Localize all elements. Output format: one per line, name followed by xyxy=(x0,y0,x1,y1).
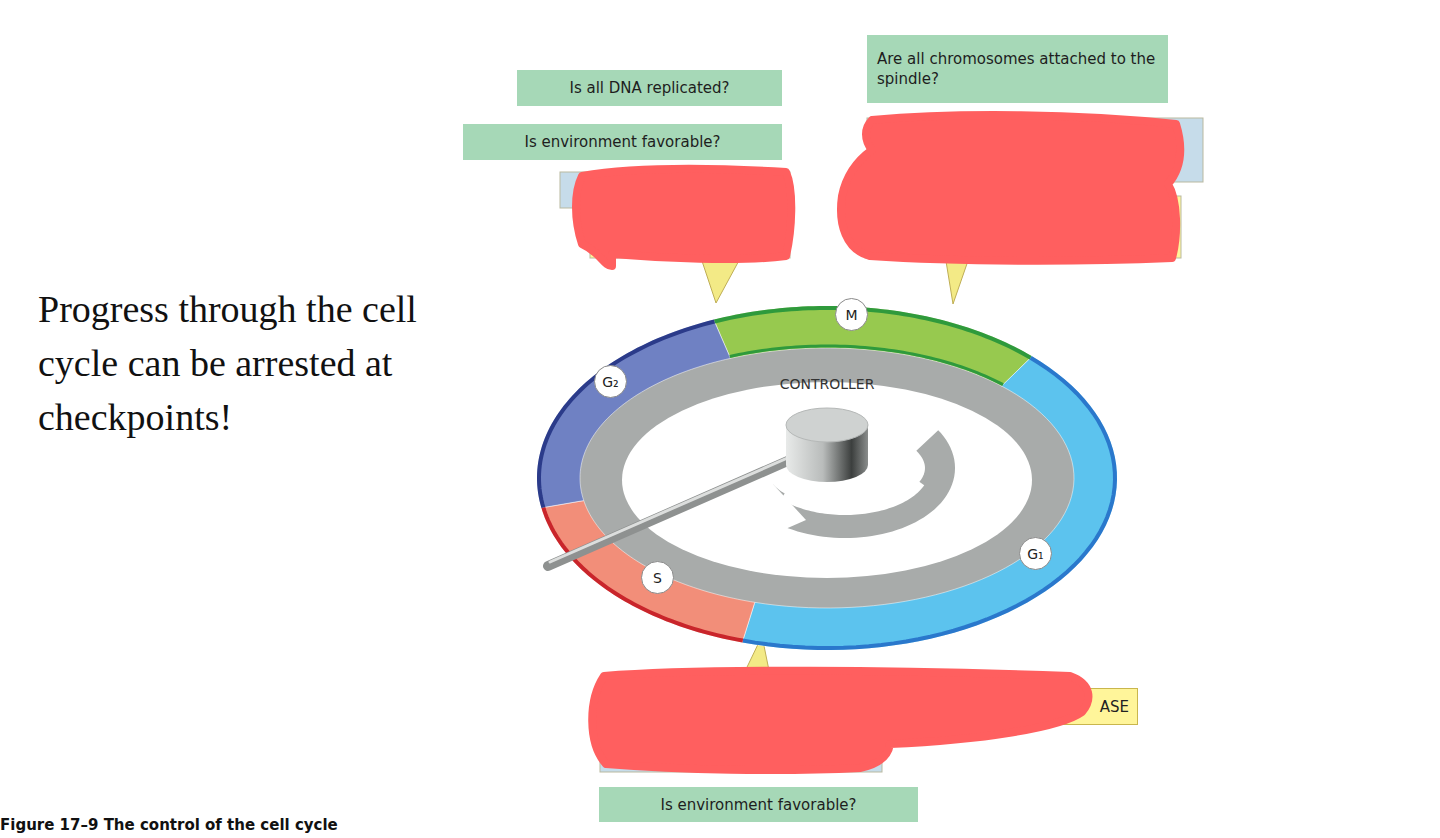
callout-pointer xyxy=(945,255,970,304)
checkpoint-box xyxy=(865,196,1181,258)
phase-rim xyxy=(743,358,1115,648)
callout-pointer xyxy=(700,255,742,303)
rotation-arrow xyxy=(784,482,920,510)
controller-dial xyxy=(622,382,1032,578)
phase-band xyxy=(742,356,1117,650)
phase-circle: G₁ xyxy=(1018,536,1053,571)
node-text: Is environment favorable? xyxy=(524,132,720,152)
node-text: ASE xyxy=(1100,698,1129,716)
redaction-mark xyxy=(592,671,1088,770)
question-box: Is environment favorable? xyxy=(599,787,918,822)
circle-shape xyxy=(642,562,674,594)
phase-label: S xyxy=(653,570,662,586)
checkpoint-box xyxy=(867,118,1203,182)
controller-cylinder-top xyxy=(786,408,868,442)
question-box: Are all chromosomes attached to the spin… xyxy=(867,35,1168,103)
phase-circle: M xyxy=(834,297,869,332)
phase-label: G₂ xyxy=(602,374,618,390)
circle-shape xyxy=(836,299,868,331)
phase-circle: S xyxy=(640,560,675,595)
phase-circle: G₂ xyxy=(593,364,628,399)
checkpoint-box: ASE xyxy=(598,688,1138,725)
controller-lever xyxy=(548,452,808,566)
redaction-mark xyxy=(841,115,1180,261)
checkpoint-box xyxy=(600,722,882,772)
phase-label: M xyxy=(845,307,857,323)
figure-caption: Figure 17–9 The control of the cell cycl… xyxy=(0,816,700,834)
circle-shape xyxy=(595,366,627,398)
node-text: Is all DNA replicated? xyxy=(569,78,729,98)
slide-heading: Progress through the cell cycle can be a… xyxy=(38,282,466,444)
node-text: Are all chromosomes attached to the spin… xyxy=(877,49,1158,89)
phase-band xyxy=(537,320,730,508)
controller-lever-highlight xyxy=(550,449,808,562)
question-box: Is all DNA replicated? xyxy=(517,70,782,106)
circle-shape xyxy=(1020,538,1052,570)
redaction-mark xyxy=(576,169,791,266)
checkpoint-box xyxy=(590,198,790,258)
controller-label: CONTROLLER xyxy=(747,376,907,392)
phase-label: G₁ xyxy=(1027,546,1043,562)
phase-band xyxy=(714,306,1032,386)
question-box: Is environment favorable? xyxy=(463,124,782,160)
phase-rim xyxy=(539,322,714,508)
node-text: Is environment favorable? xyxy=(660,795,856,815)
